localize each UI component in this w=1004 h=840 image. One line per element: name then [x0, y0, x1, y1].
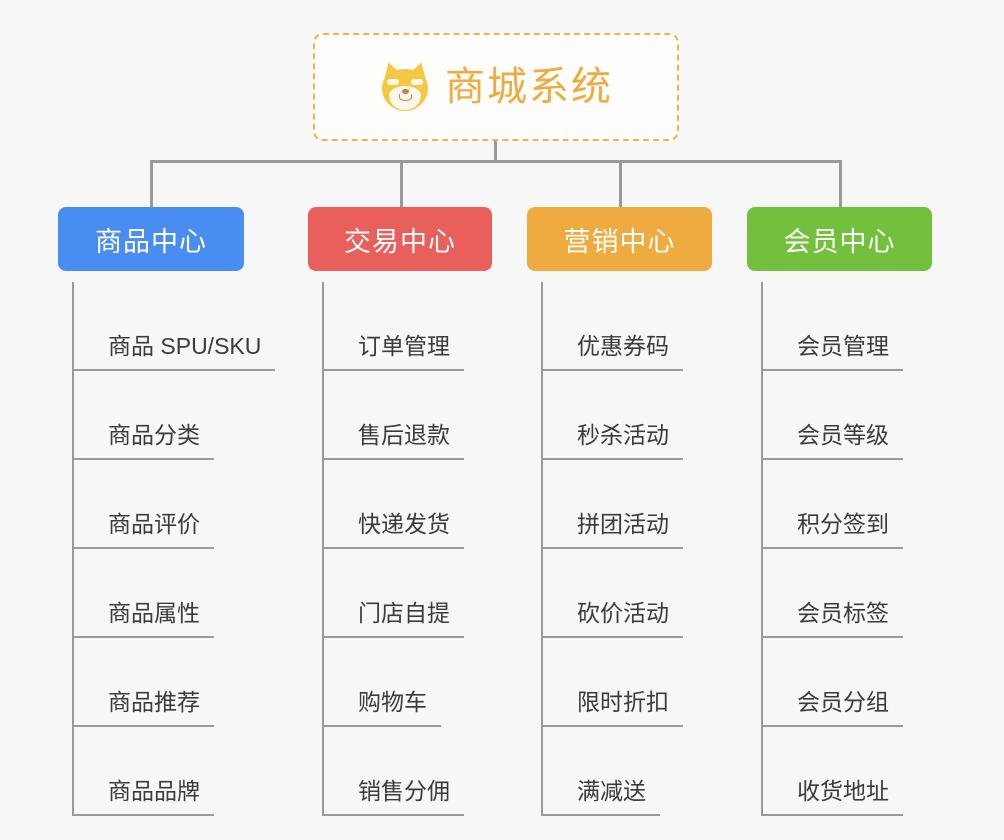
leaf-item[interactable]: 商品 SPU/SKU	[72, 282, 276, 371]
leaf-label: 商品评价	[74, 511, 214, 549]
leaf-item[interactable]: 商品品牌	[72, 727, 244, 816]
branch-column-3: 营销中心 优惠券码 秒杀活动 拼团活动 砍价活动 限时折扣 满减送	[527, 207, 712, 816]
branch-header-3[interactable]: 营销中心	[527, 207, 712, 271]
leaf-item[interactable]: 快递发货	[322, 460, 492, 549]
leaf-label: 优惠券码	[543, 333, 683, 371]
leaf-item[interactable]: 会员等级	[761, 371, 932, 460]
leaf-label: 会员管理	[763, 333, 903, 371]
leaf-label: 商品品牌	[74, 778, 214, 816]
leaf-item[interactable]: 售后退款	[322, 371, 492, 460]
leaf-item[interactable]: 砍价活动	[541, 549, 712, 638]
leaf-list-1: 商品 SPU/SKU 商品分类 商品评价 商品属性 商品推荐 商品品牌	[58, 282, 276, 816]
leaf-item[interactable]: 商品分类	[72, 371, 244, 460]
connector-horizontal-bus	[150, 160, 842, 163]
shiba-inu-icon	[379, 59, 431, 112]
leaf-item[interactable]: 会员分组	[761, 638, 932, 727]
leaf-item[interactable]: 秒杀活动	[541, 371, 712, 460]
leaf-item[interactable]: 限时折扣	[541, 638, 712, 727]
branch-header-1[interactable]: 商品中心	[58, 207, 244, 271]
leaf-item[interactable]: 收货地址	[761, 727, 932, 816]
leaf-label: 快递发货	[324, 511, 464, 549]
leaf-list-4: 会员管理 会员等级 积分签到 会员标签 会员分组 收货地址	[747, 282, 932, 816]
leaf-item[interactable]: 商品推荐	[72, 638, 244, 727]
leaf-label: 会员标签	[763, 600, 903, 638]
root-title: 商城系统	[445, 65, 613, 109]
leaf-item[interactable]: 商品评价	[72, 460, 244, 549]
leaf-label: 订单管理	[324, 333, 464, 371]
leaf-label: 积分签到	[763, 511, 903, 549]
leaf-item[interactable]: 拼团活动	[541, 460, 712, 549]
leaf-label: 销售分佣	[324, 778, 464, 816]
leaf-item[interactable]: 会员标签	[761, 549, 932, 638]
leaf-item[interactable]: 门店自提	[322, 549, 492, 638]
connector-drop-2	[400, 160, 403, 207]
branch-column-2: 交易中心 订单管理 售后退款 快递发货 门店自提 购物车 销售分佣	[308, 207, 492, 816]
leaf-label: 商品推荐	[74, 689, 214, 727]
leaf-label: 商品 SPU/SKU	[74, 333, 276, 371]
leaf-item[interactable]: 优惠券码	[541, 282, 712, 371]
leaf-item[interactable]: 购物车	[322, 638, 492, 727]
leaf-label: 秒杀活动	[543, 422, 683, 460]
leaf-label: 门店自提	[324, 600, 464, 638]
leaf-item[interactable]: 商品属性	[72, 549, 244, 638]
connector-drop-1	[150, 160, 153, 207]
leaf-label: 商品属性	[74, 600, 214, 638]
leaf-label: 会员分组	[763, 689, 903, 727]
leaf-label: 售后退款	[324, 422, 464, 460]
leaf-item[interactable]: 积分签到	[761, 460, 932, 549]
leaf-label: 会员等级	[763, 422, 903, 460]
leaf-label: 满减送	[543, 778, 660, 816]
leaf-label: 商品分类	[74, 422, 214, 460]
root-node[interactable]: 商城系统	[313, 33, 679, 141]
branch-column-1: 商品中心 商品 SPU/SKU 商品分类 商品评价 商品属性 商品推荐 商品品牌	[58, 207, 276, 816]
leaf-label: 收货地址	[763, 778, 903, 816]
connector-drop-4	[839, 160, 842, 207]
leaf-item[interactable]: 订单管理	[322, 282, 492, 371]
leaf-list-3: 优惠券码 秒杀活动 拼团活动 砍价活动 限时折扣 满减送	[527, 282, 712, 816]
branch-header-4[interactable]: 会员中心	[747, 207, 932, 271]
connector-drop-3	[619, 160, 622, 207]
leaf-label: 砍价活动	[543, 600, 683, 638]
leaf-label: 拼团活动	[543, 511, 683, 549]
branch-column-4: 会员中心 会员管理 会员等级 积分签到 会员标签 会员分组 收货地址	[747, 207, 932, 816]
leaf-item[interactable]: 会员管理	[761, 282, 932, 371]
leaf-label: 限时折扣	[543, 689, 683, 727]
leaf-list-2: 订单管理 售后退款 快递发货 门店自提 购物车 销售分佣	[308, 282, 492, 816]
leaf-item[interactable]: 销售分佣	[322, 727, 492, 816]
connector-root-stem	[494, 141, 497, 163]
leaf-label: 购物车	[324, 689, 441, 727]
branch-header-2[interactable]: 交易中心	[308, 207, 492, 271]
leaf-item[interactable]: 满减送	[541, 727, 712, 816]
